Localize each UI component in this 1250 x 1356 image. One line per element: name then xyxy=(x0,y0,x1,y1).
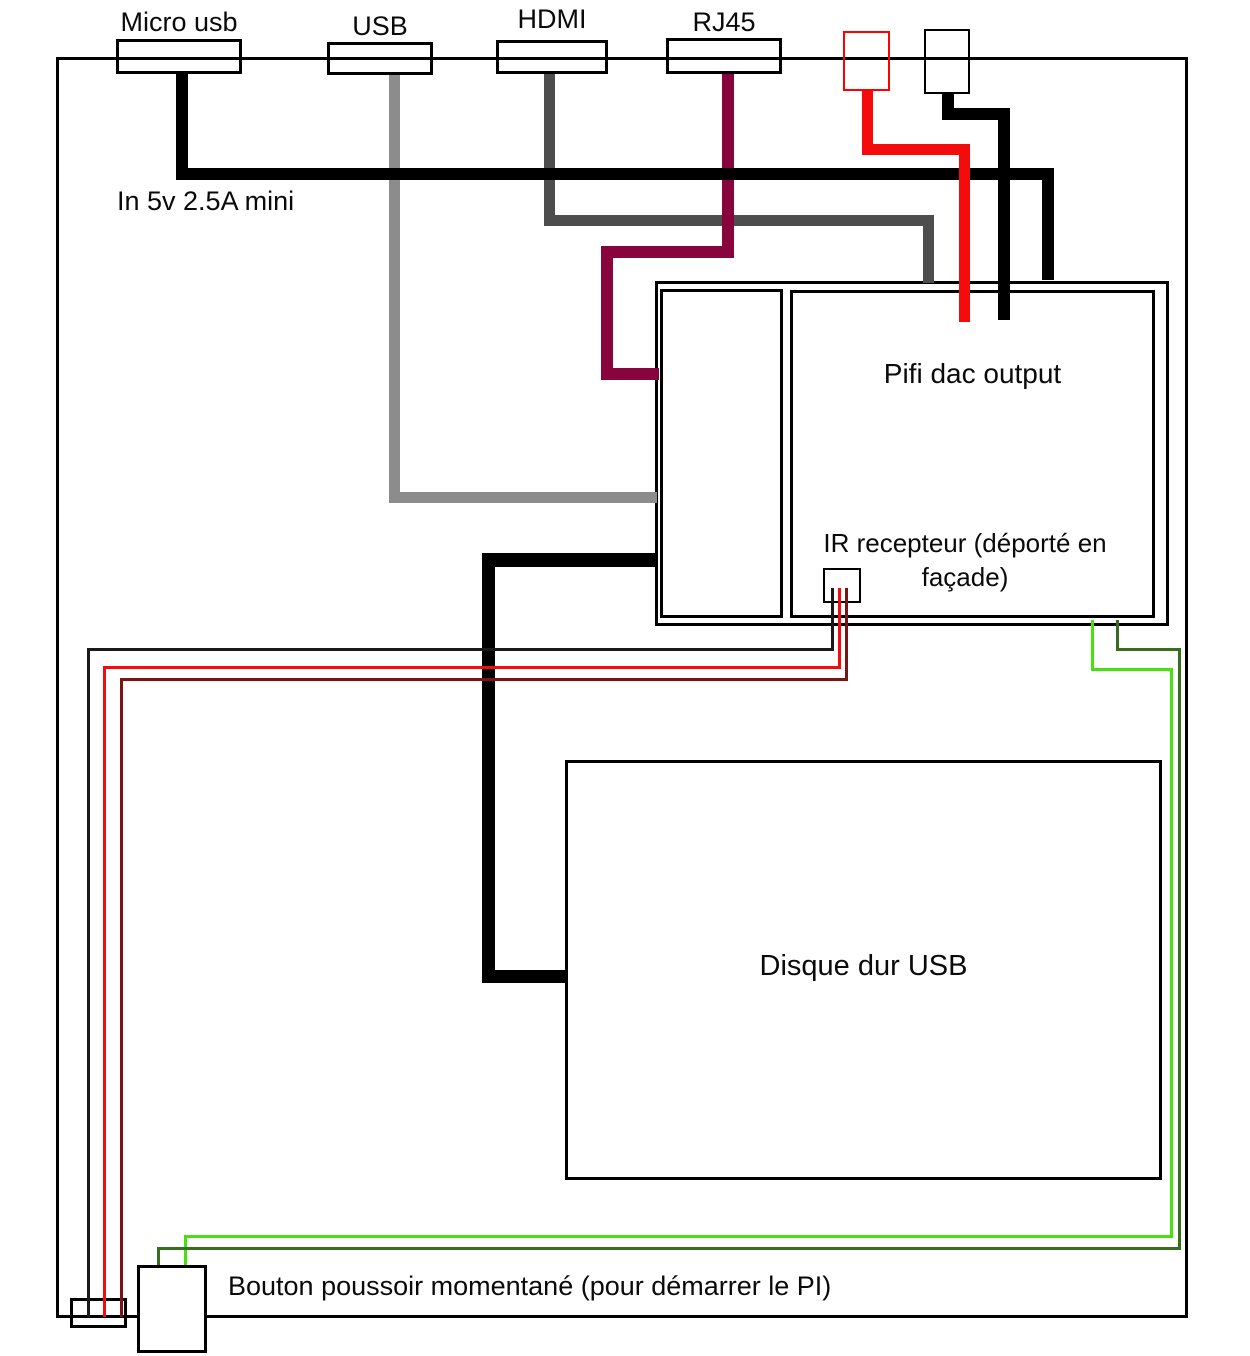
hdmi-label: HDMI xyxy=(517,4,587,34)
wire-segment xyxy=(1042,168,1054,280)
usb-port-box xyxy=(327,42,433,75)
wire-segment xyxy=(1116,648,1181,651)
push-button-box xyxy=(137,1265,207,1353)
ir-receiver-label-line1: IR recepteur (déporté en xyxy=(823,528,1107,558)
wire-segment xyxy=(1091,668,1173,671)
wire-segment xyxy=(184,1235,1173,1238)
wire-segment xyxy=(601,246,734,258)
push-button-label: Bouton poussoir momentané (pour démarrer… xyxy=(228,1271,832,1301)
wire-segment xyxy=(845,588,848,681)
wire-segment xyxy=(103,666,841,669)
micro-usb-label: Micro usb xyxy=(120,7,238,37)
wire-segment xyxy=(959,144,970,322)
hdmi-port-box xyxy=(496,40,608,74)
micro-usb-port-box xyxy=(116,39,242,74)
wire-segment xyxy=(103,666,106,1317)
wire-segment xyxy=(120,678,123,1317)
wire-segment xyxy=(176,168,1054,180)
wire-segment xyxy=(1116,620,1119,651)
wire-segment xyxy=(1178,648,1181,1250)
rj45-port-box xyxy=(666,38,782,74)
bottom-left-connector-box xyxy=(70,1298,127,1328)
ir-receiver-label-line2: façade) xyxy=(921,562,1009,592)
wire-segment xyxy=(176,74,188,174)
red-port-box xyxy=(843,31,890,91)
wire-segment xyxy=(923,215,934,283)
hard-drive-label: Disque dur USB xyxy=(759,950,968,982)
wire-segment xyxy=(482,553,495,983)
wire-segment xyxy=(544,215,934,226)
wire-segment xyxy=(482,970,566,983)
wire-segment xyxy=(722,74,734,258)
wire-segment xyxy=(389,75,400,503)
enclosure-outline xyxy=(56,57,1188,1318)
wire-segment xyxy=(838,588,841,669)
wire-segment xyxy=(831,588,834,651)
wire-segment xyxy=(544,74,555,226)
ir-receiver-box xyxy=(823,568,861,603)
wire-segment xyxy=(862,144,970,155)
wire-segment xyxy=(482,553,658,567)
wire-segment xyxy=(942,108,1010,120)
wire-segment xyxy=(157,1247,160,1265)
wire-segment xyxy=(998,108,1010,320)
pifi-dac-box xyxy=(790,290,1155,618)
wire-segment xyxy=(87,648,90,1317)
power-in-label: In 5v 2.5A mini xyxy=(117,186,295,216)
pi-board-box xyxy=(655,281,1169,626)
wire-segment xyxy=(601,246,613,380)
black-port-box xyxy=(924,29,970,94)
hard-drive-box xyxy=(565,760,1162,1180)
wire-segment xyxy=(120,678,848,681)
wire-segment xyxy=(601,368,659,380)
wire-segment xyxy=(157,1247,1181,1250)
pifi-dac-label: Pifi dac output xyxy=(883,358,1062,389)
wire-segment xyxy=(1170,668,1173,1238)
wire-segment xyxy=(389,492,657,503)
wire-segment xyxy=(1091,620,1094,671)
usb-label: USB xyxy=(352,11,408,41)
wire-segment xyxy=(87,648,834,651)
pi-left-section-box xyxy=(660,289,783,618)
wire-segment xyxy=(862,91,873,155)
rj45-label: RJ45 xyxy=(692,7,756,37)
wire-segment xyxy=(184,1235,187,1265)
